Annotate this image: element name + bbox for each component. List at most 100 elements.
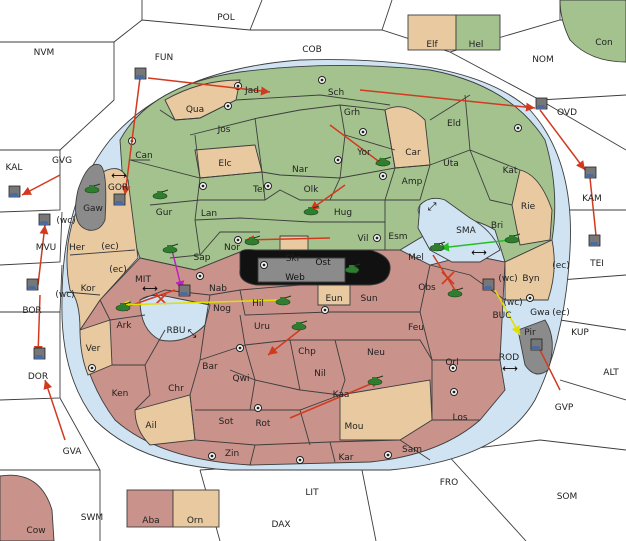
label-dax: DAX	[271, 520, 290, 530]
green-support-arrow	[439, 239, 511, 252]
sea-rbu	[139, 295, 211, 342]
label-kor: Kor	[81, 284, 96, 294]
label-nil: Nil	[314, 369, 326, 379]
label-jad: Jad	[244, 86, 259, 96]
label-kam: KAM	[582, 194, 602, 204]
label-gaw: Gaw	[83, 204, 103, 214]
province-byn	[504, 239, 555, 301]
label-her: Her	[69, 243, 85, 253]
label-esm: Esm	[388, 232, 407, 242]
label-kup: KUP	[571, 328, 589, 338]
label-rot: Rot	[256, 419, 271, 429]
label-dor: DOR	[28, 372, 48, 382]
label-uru: Uru	[254, 322, 270, 332]
svg-text:⤢: ⤢	[428, 200, 437, 213]
label-yor: Yor	[356, 148, 371, 158]
label-jos: Jos	[217, 125, 231, 135]
label-con: Con	[595, 38, 613, 48]
label-can: Can	[135, 151, 153, 161]
label-nog: Nog	[213, 304, 231, 314]
label-uta: Uta	[443, 159, 459, 169]
label-pir: Pir	[524, 328, 536, 338]
label-kat: Kat	[503, 166, 518, 176]
coast-tag-byn-ec: (ec)	[552, 261, 570, 271]
legend-top-right: Hel	[469, 40, 484, 50]
label-kal: KAL	[6, 163, 23, 173]
label-rod: ROD	[499, 353, 519, 363]
label-ail: Ail	[145, 421, 156, 431]
label-rbu: RBU	[166, 326, 185, 336]
label-kaa: Kaa	[333, 390, 350, 400]
label-qua: Qua	[186, 105, 204, 115]
province-ver	[79, 319, 113, 376]
label-lit: LIT	[305, 488, 319, 498]
label-tei: TEI	[589, 259, 604, 269]
label-neu: Neu	[367, 348, 385, 358]
red-move-arrows	[21, 77, 601, 441]
label-mou: Mou	[345, 422, 364, 432]
label-chp: Chp	[298, 347, 316, 357]
svg-text:⟷: ⟷	[471, 246, 487, 259]
province-con	[559, 0, 626, 63]
label-byn: Byn	[522, 274, 539, 284]
label-ost: Ost	[315, 258, 331, 268]
label-zin: Zin	[225, 449, 239, 459]
label-los: Los	[452, 413, 467, 423]
label-hil: Hil	[252, 299, 264, 309]
label-eun: Eun	[325, 294, 342, 304]
label-vil: Vil	[358, 234, 369, 244]
label-nom: NOM	[532, 55, 554, 65]
label-web: Web	[285, 273, 305, 283]
neutral-provinces	[79, 79, 555, 446]
coast-tag-gwa-wc: (wc)	[503, 298, 522, 308]
label-nab: Nab	[209, 284, 227, 294]
province-mou	[339, 379, 433, 441]
label-chr: Chr	[168, 384, 184, 394]
label-grh: Grh	[344, 108, 360, 118]
label-ver: Ver	[86, 344, 101, 354]
label-mit: MIT	[135, 275, 151, 285]
label-pol: POL	[217, 13, 235, 23]
label-gvp: GVP	[555, 403, 574, 413]
label-car: Car	[405, 148, 421, 158]
label-sap: Sap	[194, 253, 211, 263]
province-gaw	[75, 163, 107, 231]
label-mel: Mel	[408, 253, 424, 263]
label-obs: Obs	[418, 283, 436, 293]
label-ken: Ken	[112, 389, 129, 399]
svg-text:⟷: ⟷	[142, 282, 158, 295]
label-gvg: GVG	[52, 156, 72, 166]
label-hug: Hug	[334, 208, 352, 218]
coast-arrows: ⟷ ⟷ ⤡ ⤢ ⟷ ⟷	[111, 169, 518, 375]
label-eld: Eld	[447, 119, 461, 129]
svg-text:⟷: ⟷	[502, 362, 518, 375]
magenta-convoy-arrow	[171, 249, 185, 291]
label-fro: FRO	[440, 478, 459, 488]
label-olk: Olk	[304, 185, 320, 195]
label-gwa: Gwa	[530, 308, 550, 318]
label-gva: GVA	[63, 447, 83, 457]
label-orl: Orl	[445, 358, 458, 368]
label-amp: Amp	[402, 177, 423, 187]
yellow-support-arrow-2	[494, 289, 521, 336]
province-ail	[134, 394, 196, 446]
label-cob: COB	[302, 45, 322, 55]
label-ark: Ark	[116, 321, 132, 331]
legend-bottom-right: Orn	[187, 516, 203, 526]
coast-tag-byn-wc: (wc)	[498, 274, 517, 284]
label-cow: Cow	[26, 526, 45, 536]
svg-text:⤡: ⤡	[188, 327, 197, 340]
cut-marks	[155, 271, 455, 305]
legend-top: Elf Hel	[407, 14, 501, 51]
label-nar: Nar	[292, 165, 308, 175]
label-tel: Tel	[252, 185, 265, 195]
map-labels: POL NVM FUN COB NOM Con OVD KAM TEI KAL …	[6, 13, 620, 536]
label-som: SOM	[557, 492, 578, 502]
label-buc: BUC	[492, 311, 511, 321]
label-gor: GOR	[108, 183, 128, 193]
label-sch: Sch	[328, 88, 344, 98]
label-bor: BOR	[22, 306, 41, 316]
label-nvm: NVM	[34, 48, 55, 58]
label-qwi: Qwi	[233, 374, 250, 384]
